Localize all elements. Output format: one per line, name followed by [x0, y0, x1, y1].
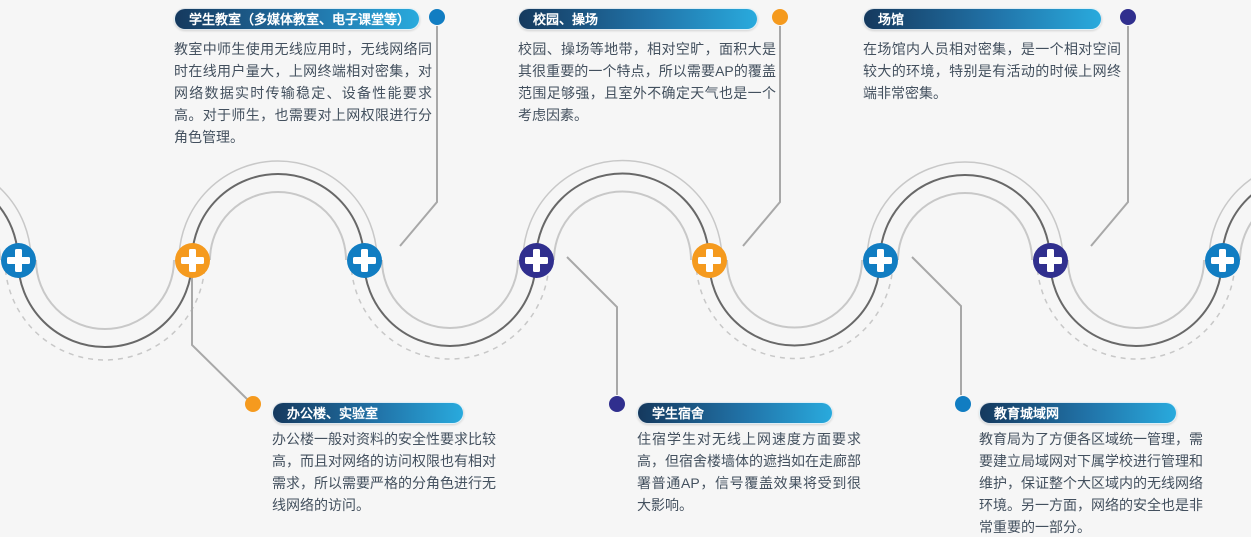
wave-arc-inner-edge — [35, 259, 175, 330]
wave-arc-center-line — [1221, 194, 1251, 261]
wave-arc-inner-edge — [381, 259, 519, 329]
section-office-lab: 办公楼、实验室 办公楼一般对资料的安全性要求比较高，而且对网络的访问权限也有相对… — [272, 402, 496, 516]
wave-arc-outer-edge — [350, 259, 550, 360]
wave-arc-inner-edge — [553, 190, 692, 261]
section-venue: 场馆 在场馆内人员相对密集，是一个相对空间较大的环境，特别是有活动的时候上网终端… — [863, 8, 1121, 104]
section-body: 在场馆内人员相对密集，是一个相对空间较大的环境，特别是有活动的时候上网终端非常密… — [863, 41, 1121, 101]
wave-arc-center-line — [1049, 259, 1223, 347]
connector-dot — [245, 396, 261, 412]
section-title: 校园、操场 — [533, 12, 599, 27]
wave-node-plus-icon — [346, 242, 382, 278]
wave-arc-inner-edge — [1239, 221, 1251, 261]
wave-arc-outer-edge — [866, 161, 1064, 261]
section-title-pill: 学生教室（多媒体教室、电子课堂等） — [174, 8, 420, 30]
wave-arc-center-line — [363, 259, 537, 347]
section-body: 校园、操场等地带，相对空旷，面积大是其很重要的一个特点，所以需要AP的覆盖范围足… — [518, 41, 776, 123]
wave-arc-outer-edge — [1036, 259, 1236, 360]
callout-connector-line — [399, 26, 438, 247]
wave-node-plus-icon — [174, 242, 210, 278]
wave-node-plus-icon — [1032, 242, 1068, 278]
section-body: 教室中师生使用无线应用时，无线网络同时在线用户量大，上网终端相对密集，对网络数据… — [174, 41, 432, 145]
wave-arc-center-line — [0, 205, 19, 261]
callout-connector-line — [911, 256, 962, 395]
wave-arc-inner-edge — [897, 192, 1033, 261]
callout-connector-line — [191, 276, 248, 400]
section-title: 场馆 — [878, 12, 905, 27]
wave-arc-center-line — [879, 174, 1051, 261]
section-body: 教育局为了方便各区域统一管理，需要建立局域网对下属学校进行管理和维护，保证整个大… — [979, 431, 1203, 535]
section-title-pill: 办公楼、实验室 — [272, 402, 464, 424]
section-student-dormitory: 学生宿舍 住宿学生对无线上网速度方面要求高，但宿舍楼墙体的遮挡如在走廊部署普通A… — [637, 402, 861, 516]
wave-arc-inner-edge — [726, 259, 863, 329]
connector-dot — [772, 9, 788, 25]
section-title-pill: 教育城域网 — [979, 402, 1177, 424]
section-campus-playground: 校园、操场 校园、操场等地带，相对空旷，面积大是其很重要的一个特点，所以需要AP… — [518, 8, 776, 126]
wave-arc-outer-edge — [0, 187, 32, 261]
wave-arc-outer-edge — [1208, 178, 1251, 261]
wave-arc-inner-edge — [1067, 259, 1205, 329]
wave-arc-outer-edge — [178, 160, 378, 261]
section-title: 学生教室（多媒体教室、电子课堂等） — [189, 12, 411, 27]
wave-arc-center-line — [535, 172, 710, 261]
wave-node-plus-icon — [862, 242, 898, 278]
section-title: 学生宿舍 — [652, 406, 705, 421]
wave-arc-center-line — [708, 259, 881, 347]
section-title: 办公楼、实验室 — [287, 406, 379, 421]
wave-node-plus-icon — [691, 242, 727, 278]
wave-node-plus-icon — [1204, 242, 1240, 278]
wave-arc-inner-edge — [209, 191, 347, 261]
section-title-pill: 校园、操场 — [518, 8, 758, 30]
wave-arc-center-line — [17, 259, 193, 348]
section-body: 办公楼一般对资料的安全性要求比较高，而且对网络的访问权限也有相对需求，所以需要严… — [272, 431, 496, 513]
section-title-pill: 场馆 — [863, 8, 1102, 30]
callout-connector-line — [742, 26, 781, 247]
callout-connector-line — [566, 256, 618, 395]
connector-dot — [609, 396, 625, 412]
wave-arc-center-line — [191, 173, 365, 261]
section-title-pill: 学生宿舍 — [637, 402, 833, 424]
wave-node-plus-icon — [0, 242, 36, 278]
connector-dot — [1120, 9, 1136, 25]
section-student-classroom: 学生教室（多媒体教室、电子课堂等） 教室中师生使用无线应用时，无线网络同时在线用… — [174, 8, 432, 148]
section-body: 住宿学生对无线上网速度方面要求高，但宿舍楼墙体的遮挡如在走廊部署普通AP，信号覆… — [637, 431, 861, 513]
section-education-man: 教育城域网 教育局为了方便各区域统一管理，需要建立局域网对下属学校进行管理和维护… — [979, 402, 1203, 537]
wave-node-plus-icon — [518, 242, 554, 278]
connector-dot — [955, 396, 971, 412]
connector-dot — [429, 9, 445, 25]
wave-arc-outer-edge — [695, 259, 894, 360]
section-title: 教育城域网 — [994, 406, 1060, 421]
callout-connector-line — [1090, 26, 1129, 247]
wave-arc-outer-edge — [522, 159, 723, 261]
